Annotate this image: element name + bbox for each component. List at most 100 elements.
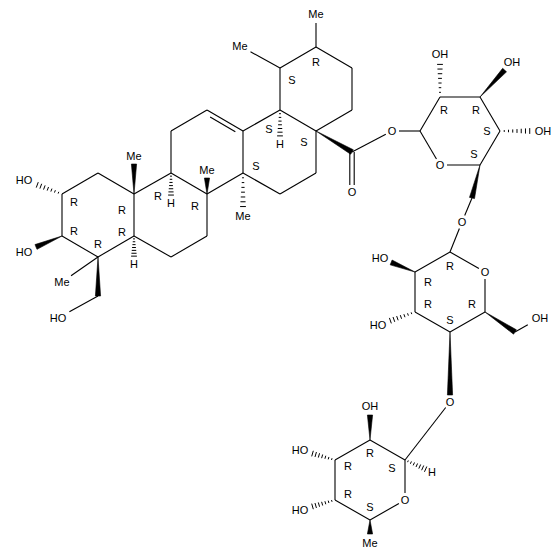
atom-label: O [457,217,468,228]
bond-line [335,440,370,460]
bond-line [69,296,98,312]
hashed-bond [168,191,173,192]
hashed-bond [318,453,319,457]
bond-line [279,68,280,110]
atom-label: OH [361,401,380,412]
atom-label: O [445,397,456,408]
bond-line [450,252,479,269]
wedge-bond [480,68,506,97]
bond-line [465,198,472,216]
bond-line [71,257,98,276]
hashed-bond [438,83,441,84]
bond-line [207,173,243,194]
atom-label: HO [15,247,34,258]
hashed-bond [322,454,323,458]
stereo-descriptor: R [69,197,79,208]
hashed-bond [242,177,244,178]
hashed-bond [504,130,505,132]
hashed-bond [278,124,282,125]
hashed-bond [525,128,526,133]
atom-label: O [435,160,446,171]
atom-label: HO [291,445,310,456]
atom-label: H [166,198,176,209]
hashed-bond [278,128,282,129]
hashed-bond [529,128,530,134]
wedge-bond [390,260,415,272]
stereo-descriptor: R [311,57,321,68]
bond-line [62,236,98,257]
bond-line [370,503,399,520]
hashed-bond [168,195,174,196]
bond-line [399,130,420,131]
bond-line [335,500,370,520]
hashed-bond [240,206,246,207]
bond-line [334,460,335,500]
bond-line [206,194,207,236]
bond-line [243,173,280,194]
stereo-descriptor: R [343,461,353,472]
bond-line [170,131,171,173]
wedge-bond [95,257,100,296]
carbonyl-bond [349,152,350,185]
stereo-descriptor: R [343,489,353,500]
atom-label: O [387,126,398,137]
hashed-bond [132,250,136,251]
wedge-bond [35,236,62,249]
bond-line [171,236,207,257]
bond-line [98,173,134,194]
stereo-descriptor: R [467,299,477,310]
bond-line [484,279,485,312]
stereo-descriptor: S [445,315,454,326]
atom-label: Me [231,41,248,52]
bond-group [35,23,530,534]
atom-label: HO [369,320,388,331]
hashed-bond [328,457,330,459]
carbonyl-bond [354,152,355,185]
bond-line [420,97,440,131]
bond-line [415,312,450,332]
bond-line [414,272,415,312]
hashed-bond [324,501,326,504]
hashed-bond [331,500,333,502]
stereo-descriptor: R [153,191,163,202]
hashed-bond [169,182,172,183]
atom-label: Me [234,211,251,222]
bond-line [351,68,352,110]
hashed-bond [169,185,173,186]
atom-label: OH [534,126,553,137]
hashed-bond [331,458,333,460]
wedge-bond [367,415,372,440]
bond-line [243,110,280,131]
hashed-bond [393,317,395,322]
bond-line [133,194,134,236]
hashed-bond [437,64,443,65]
bond-line [251,52,280,68]
hashed-bond [36,182,38,187]
hashed-bond [407,313,409,315]
hashed-bond [516,129,517,133]
bond-line [515,325,528,332]
stereo-descriptor: S [264,124,273,135]
bond-line [280,47,316,68]
atom-label: HO [49,313,68,324]
atom-label: O [400,495,411,506]
hashed-bond [279,117,282,118]
hashed-bond [277,132,282,133]
hashed-bond [439,87,442,88]
hashed-bond [312,504,314,510]
stereo-descriptor: R [93,239,103,250]
bond-line [134,173,171,194]
hashed-bond [438,78,442,79]
hashed-bond [410,461,411,463]
bond-line [415,252,450,272]
hashed-bond [315,452,316,457]
bond-line [242,131,243,173]
stereo-descriptor: R [69,226,79,237]
hashed-bond [419,465,421,469]
hashed-bond [133,241,136,242]
hashed-bond [241,192,245,193]
stereo-descriptor: R [439,105,449,116]
hashed-bond [328,501,330,503]
